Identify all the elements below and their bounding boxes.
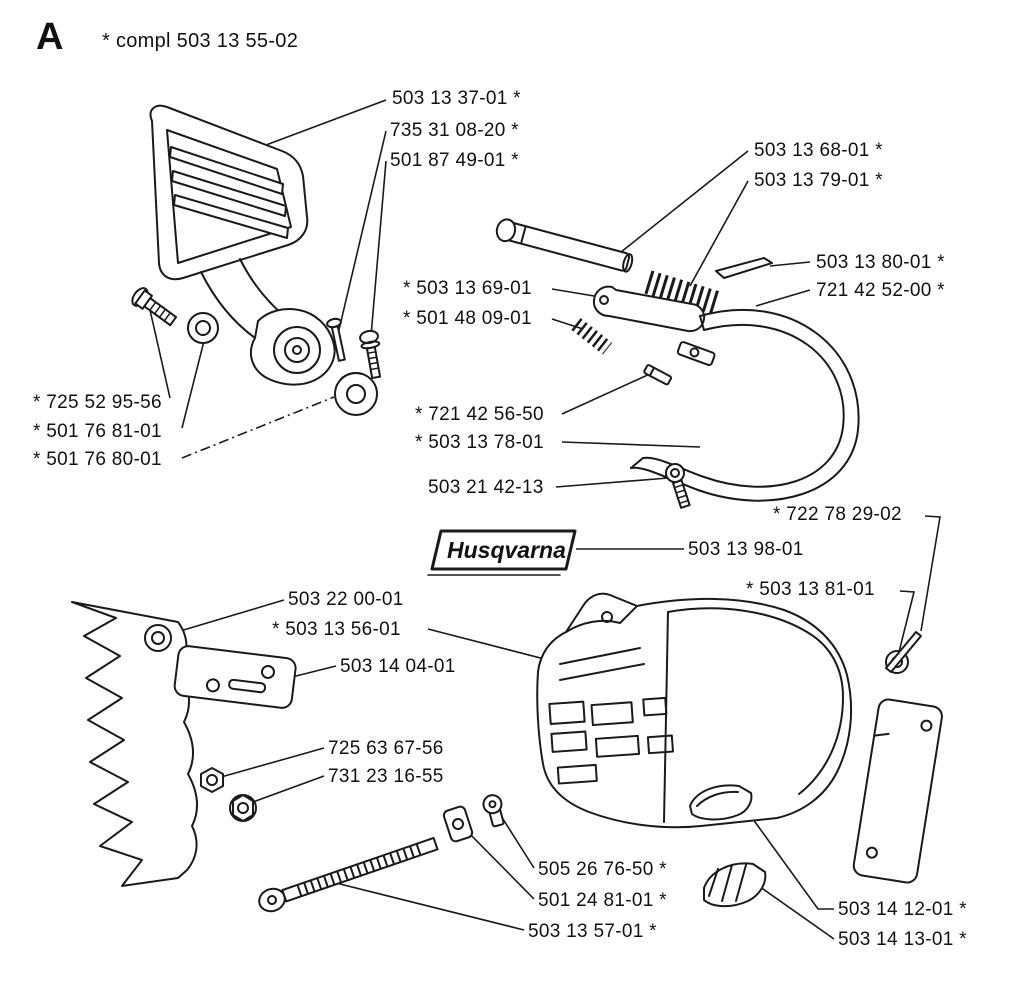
label-501-48-09-01: * 501 48 09-01 xyxy=(403,308,532,329)
part-deflector-503-14-13-01 xyxy=(703,862,767,908)
label-503-13-98-01: 503 13 98-01 xyxy=(688,539,804,560)
label-501-24-81-01: 501 24 81-01 * xyxy=(538,890,667,911)
part-stud-503-13-57-01 xyxy=(258,837,439,913)
part-lever-503-13-69-01 xyxy=(592,285,706,333)
part-cover-plate-503-13-81-01 xyxy=(852,698,943,884)
part-screw-501-87-49-01 xyxy=(359,329,382,380)
part-hand-guard-503-13-37-01 xyxy=(149,104,336,386)
brand-logo-text: Husqvarna xyxy=(447,537,566,563)
label-501-76-80-01: * 501 76 80-01 xyxy=(33,449,162,470)
label-503-22-00-01: 503 22 00-01 xyxy=(288,589,404,610)
label-503-13-81-01: * 503 13 81-01 xyxy=(746,579,875,600)
part-screw-503-21-42-13 xyxy=(665,463,691,509)
label-721-42-56-50: * 721 42 56-50 xyxy=(415,404,544,425)
part-knob-501-76-80-01 xyxy=(334,372,378,416)
label-503-13-80-01: 503 13 80-01 * xyxy=(816,252,945,273)
part-spring-503-13-79-01 xyxy=(644,270,723,316)
part-pin-721-42-56-50 xyxy=(643,364,673,386)
label-503-13-57-01: 503 13 57-01 * xyxy=(528,921,657,942)
label-503-14-12-01: 503 14 12-01 * xyxy=(838,899,967,920)
label-735-31-08-20: 735 31 08-20 * xyxy=(390,120,519,141)
section-letter: A xyxy=(36,16,64,58)
part-bolt-725-52-95-56 xyxy=(131,287,178,327)
part-nut-731-23-16-55 xyxy=(229,794,257,822)
label-503-21-42-13: 503 21 42-13 xyxy=(428,477,544,498)
label-501-76-81-01: * 501 76 81-01 xyxy=(33,421,162,442)
part-wedge-503-13-80-01 xyxy=(715,257,773,279)
part-screw-735-31-08-20 xyxy=(326,317,346,362)
label-725-63-67-56: 725 63 67-56 xyxy=(328,738,444,759)
label-503-13-56-01: * 503 13 56-01 xyxy=(272,619,401,640)
part-spring-501-48-09-01 xyxy=(571,318,613,355)
assembly-note: * compl 503 13 55-02 xyxy=(102,30,299,52)
label-503-13-37-01: 503 13 37-01 * xyxy=(392,88,521,109)
part-crankcase-fragment xyxy=(71,601,198,887)
label-725-52-95-56: * 725 52 95-56 xyxy=(33,392,162,413)
part-anchor-plate xyxy=(676,341,716,366)
part-washer-503-22-00-01 xyxy=(144,624,172,652)
label-503-13-68-01: 503 13 68-01 * xyxy=(754,140,883,161)
part-bracket-503-14-04-01 xyxy=(173,645,297,709)
label-722-78-29-02: * 722 78 29-02 xyxy=(773,504,902,525)
part-deflector-503-14-12-01 xyxy=(689,784,753,821)
label-501-87-49-01: 501 87 49-01 * xyxy=(390,150,519,171)
label-503-13-78-01: * 503 13 78-01 xyxy=(415,432,544,453)
part-pin-722-78-29-02 xyxy=(885,631,922,673)
label-503-14-04-01: 503 14 04-01 xyxy=(340,656,456,677)
part-screw-725-63-67-56 xyxy=(200,767,224,793)
part-decal-503-13-98-01: Husqvarna xyxy=(427,529,577,576)
label-503-13-69-01: * 503 13 69-01 xyxy=(403,278,532,299)
label-731-23-16-55: 731 23 16-55 xyxy=(328,766,444,787)
label-721-42-52-00: 721 42 52-00 * xyxy=(816,280,945,301)
part-knob-505-26-76-50 xyxy=(482,794,505,828)
label-503-14-13-01: 503 14 13-01 * xyxy=(838,929,967,950)
part-plate-501-24-81-01 xyxy=(442,805,474,843)
label-503-13-79-01: 503 13 79-01 * xyxy=(754,170,883,191)
label-505-26-76-50: 505 26 76-50 * xyxy=(538,859,667,880)
part-rod-503-13-68-01 xyxy=(495,218,634,273)
part-clutch-cover-503-13-56-01 xyxy=(536,592,853,829)
part-bushing-501-76-81-01 xyxy=(187,312,219,344)
